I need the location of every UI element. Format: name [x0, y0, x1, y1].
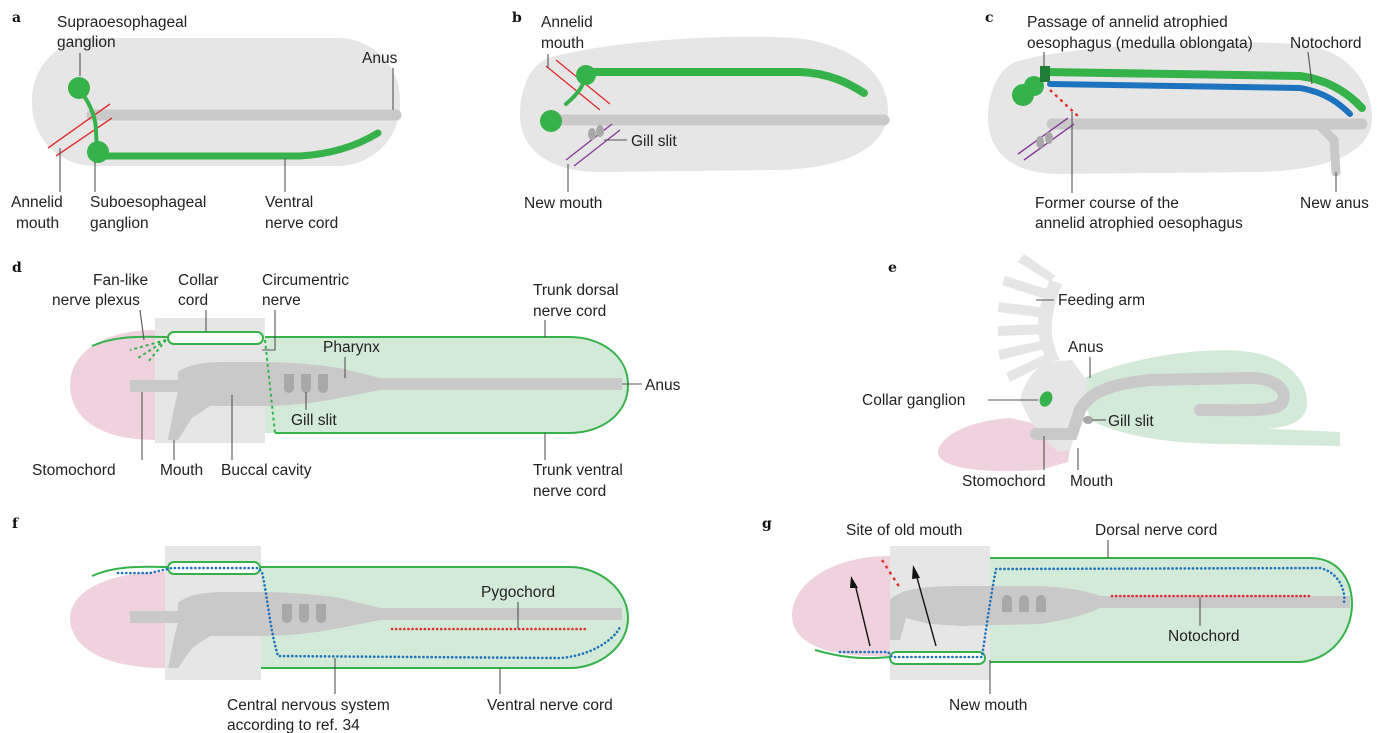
panel-b-ventral-ganglion	[540, 110, 562, 132]
label-old-mouth: Site of old mouth	[846, 522, 962, 539]
label-annelid-mouth-b-1: Annelid	[541, 14, 593, 31]
panel-f-letter: f	[12, 516, 19, 532]
panel-c-gill-slit-1	[1036, 136, 1044, 148]
label-stomochord-e: Stomochord	[962, 473, 1046, 490]
label-ventral-a-2: nerve cord	[265, 215, 338, 232]
panel-g-gill-1	[1002, 595, 1012, 612]
panel-d-gill-1	[284, 374, 294, 393]
label-new-mouth-g: New mouth	[949, 697, 1027, 714]
label-feeding-arm: Feeding arm	[1058, 292, 1145, 309]
label-supraoesophageal-2: ganglion	[57, 34, 116, 51]
label-former-1: Former course of the	[1035, 195, 1179, 212]
label-mouth-e: Mouth	[1070, 473, 1113, 490]
label-annelid-mouth-b-2: mouth	[541, 35, 584, 52]
panel-d: d Fan-like nerve plexus Collar cord Circ…	[12, 260, 681, 500]
label-passage-2: oesophagus (medulla oblongata)	[1027, 35, 1253, 52]
label-notochord-c: Notochord	[1290, 35, 1362, 52]
label-gill-slit-d: Gill slit	[291, 412, 337, 429]
label-pygochord: Pygochord	[481, 584, 555, 601]
panel-g-gill-2	[1019, 595, 1029, 612]
panel-c-letter: c	[985, 10, 994, 26]
panel-f-gill-1	[282, 604, 292, 623]
label-new-anus: New anus	[1300, 195, 1369, 212]
label-buccal: Buccal cavity	[221, 462, 312, 479]
label-fanlike-1: Fan-like	[93, 272, 148, 289]
panel-g: g Site of old mouth Dorsal nerve cord No…	[762, 516, 1352, 714]
label-former-2: annelid atrophied oesophagus	[1035, 215, 1243, 232]
label-trunkventral-1: Trunk ventral	[533, 462, 623, 479]
label-anus-a: Anus	[362, 50, 398, 67]
panel-c-medulla	[1040, 66, 1050, 82]
panel-g-gill-3	[1036, 595, 1046, 612]
panel-b-body	[520, 37, 888, 172]
panel-a-letter: a	[12, 10, 21, 26]
label-pharynx: Pharynx	[323, 339, 380, 356]
label-ventral-f: Ventral nerve cord	[487, 697, 613, 714]
panel-b-letter: b	[512, 10, 522, 26]
panel-b: b Annelid mouth Gill slit New mouth	[512, 10, 888, 212]
label-collar-2: cord	[178, 292, 208, 309]
panel-c-gill-slit-2	[1045, 132, 1053, 144]
label-anus-e: Anus	[1068, 339, 1104, 356]
label-ventral-a-1: Ventral	[265, 194, 313, 211]
label-fanlike-2: nerve plexus	[52, 292, 140, 309]
label-trunkventral-2: nerve cord	[533, 483, 606, 500]
panel-a-suboesophageal-ganglion	[87, 141, 109, 163]
panel-d-letter: d	[12, 260, 22, 276]
label-suboesophageal-1: Suboesophageal	[90, 194, 206, 211]
label-mouth-d: Mouth	[160, 462, 203, 479]
panel-f-gill-3	[316, 604, 326, 623]
panel-b-gill-slit-2	[596, 125, 604, 137]
label-new-mouth-b: New mouth	[524, 195, 602, 212]
label-supraoesophageal-1: Supraoesophageal	[57, 14, 187, 31]
panel-e-letter: e	[888, 260, 897, 276]
panel-d-gill-2	[301, 374, 311, 393]
label-suboesophageal-2: ganglion	[90, 215, 149, 232]
label-anus-d: Anus	[645, 377, 681, 394]
label-stomochord-d: Stomochord	[32, 462, 116, 479]
panel-a: a Supraoesophageal ganglion Anus Annelid…	[11, 10, 400, 232]
label-trunkdorsal-2: nerve cord	[533, 303, 606, 320]
label-annelid-mouth-a-1: Annelid	[11, 194, 63, 211]
label-cns-1: Central nervous system	[227, 697, 390, 714]
label-collar-1: Collar	[178, 272, 218, 289]
label-gill-slit-e: Gill slit	[1108, 413, 1154, 430]
label-passage-1: Passage of annelid atrophied	[1027, 14, 1228, 31]
panel-f-gill-2	[299, 604, 309, 623]
label-trunkdorsal-1: Trunk dorsal	[533, 282, 619, 299]
panel-e-trunk	[1080, 350, 1340, 446]
panel-c: c Passage of annelid atrophied oesophagu…	[985, 10, 1372, 232]
panel-g-collar-cord	[890, 652, 985, 664]
panel-e: e Feeding arm Anus Collar ganglion Gill …	[862, 254, 1340, 490]
panel-d-gill-3	[318, 374, 328, 393]
panel-g-proboscis	[792, 556, 890, 656]
label-collar-ganglion: Collar ganglion	[862, 392, 965, 409]
label-cns-2: according to ref. 34	[227, 717, 360, 733]
panel-c-body	[988, 42, 1372, 174]
label-dorsal-g: Dorsal nerve cord	[1095, 522, 1217, 539]
label-circ-2: nerve	[262, 292, 301, 309]
label-gill-slit-b: Gill slit	[631, 133, 677, 150]
panel-a-supraoesophageal-ganglion	[68, 77, 90, 99]
panel-g-letter: g	[762, 516, 772, 532]
label-circ-1: Circumentric	[262, 272, 349, 289]
panel-f: f Pygochord Central nervous system accor…	[12, 516, 628, 733]
panel-b-gill-slit-1	[588, 128, 596, 140]
label-annelid-mouth-a-2: mouth	[16, 215, 59, 232]
label-notochord-g: Notochord	[1168, 628, 1240, 645]
panel-d-collar-cord	[168, 332, 263, 344]
panel-e-gill-slit	[1083, 416, 1093, 424]
